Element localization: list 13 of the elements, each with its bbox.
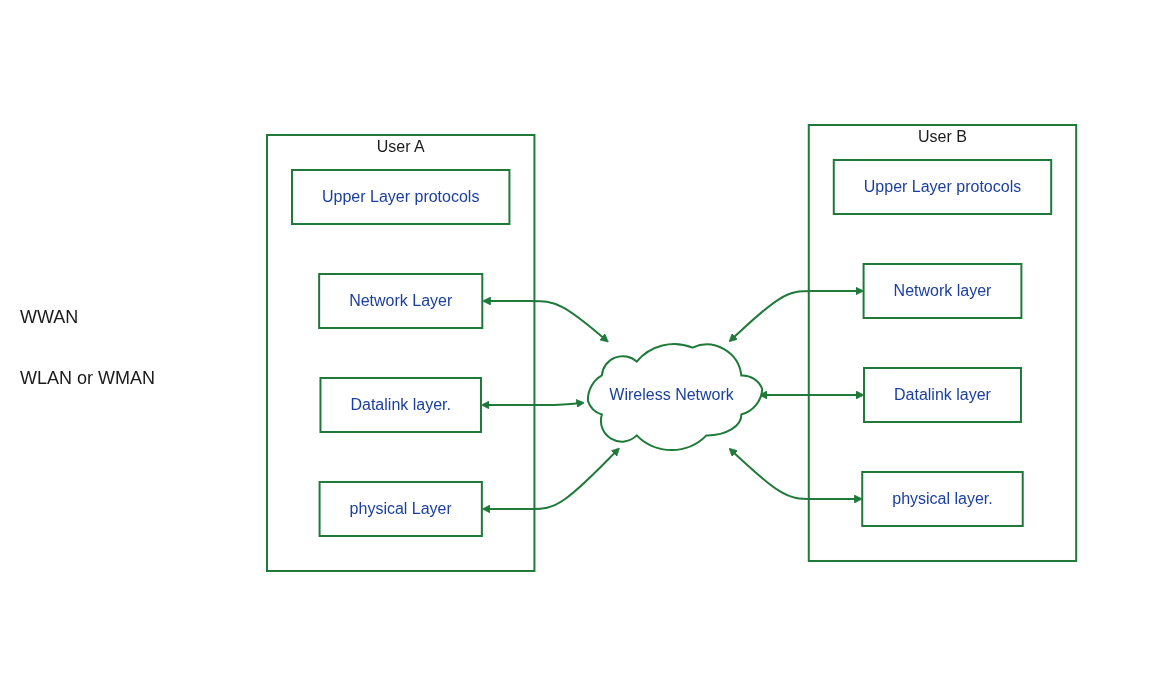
node-box: Network layer (862, 262, 1023, 319)
node-box: physical layer. (861, 470, 1025, 527)
bracket-label: WLAN or WMAN (20, 367, 156, 389)
node-box: Datalink layer. (319, 376, 483, 433)
arrow (482, 447, 621, 513)
node-box: Upper Layer protocols (291, 168, 511, 225)
arrow (481, 398, 586, 409)
node-box: physical Layer (318, 480, 484, 537)
node-box: Datalink layer (863, 366, 1023, 423)
bracket-label: WWAN (20, 306, 80, 328)
node-box: Network Layer (318, 272, 484, 329)
arrow (482, 296, 610, 342)
node-box: Upper Layer protocols (833, 158, 1053, 215)
